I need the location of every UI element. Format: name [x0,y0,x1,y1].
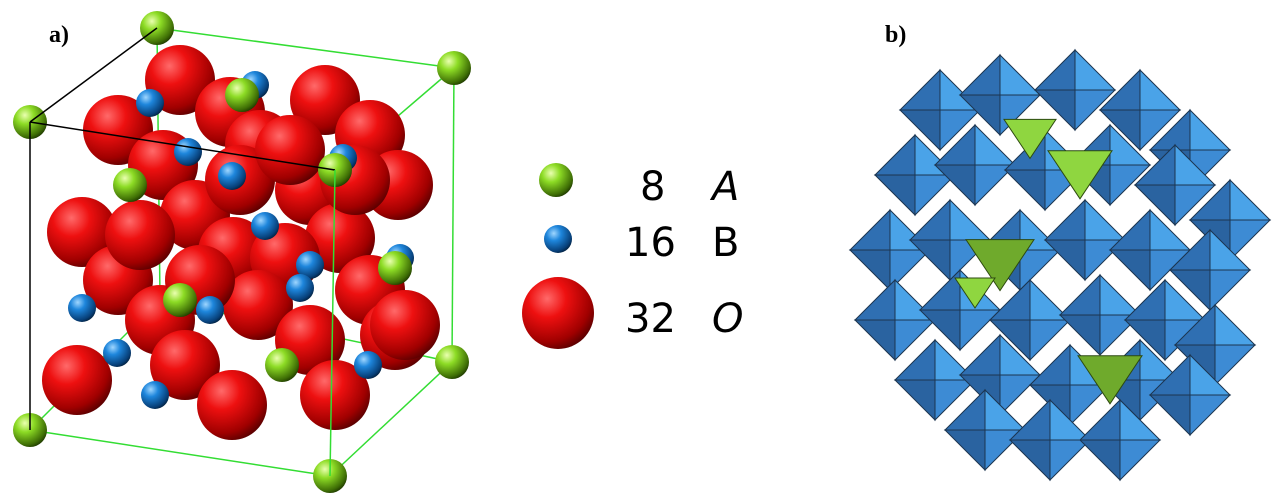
octahedron [1008,398,1092,482]
a-site-atom [163,283,197,317]
octahedron [1098,68,1182,152]
tetrahedron [965,239,1035,292]
cell-edge-front [29,121,336,171]
octahedron [893,338,977,422]
octahedron [1033,48,1117,132]
octahedron [1168,228,1252,312]
octahedron [1108,208,1192,292]
cell-edge [156,27,455,69]
b-site-atom [354,351,382,379]
cell-edge [451,67,455,363]
b-site-atom [251,212,279,240]
panel-label-b: b) [885,22,907,48]
octahedron [853,278,937,362]
a-site-atom [437,51,471,85]
legend-count-a: 8 [640,164,666,210]
octahedron [958,53,1042,137]
legend-species-o: O [712,296,744,342]
oxygen-atom [223,270,293,340]
tetrahedron [1077,355,1143,405]
cell-edge [329,361,453,477]
tetrahedron [1047,150,1113,200]
panel-label-a: a) [49,22,69,48]
octahedron [988,278,1072,362]
octahedron [1173,303,1257,387]
a-site-atom [113,168,147,202]
oxygen-atom [305,203,375,273]
legend-species-b: B [712,220,740,266]
legend-symbols [522,163,594,349]
a-site-atom [265,348,299,382]
b-site-atom [68,294,96,322]
a-site-atom [225,78,259,112]
oxygen-atom [255,115,325,185]
unit-cell-panel-a [13,11,471,493]
tetrahedron [954,277,996,309]
a-site-atom [378,251,412,285]
octahedron [1043,198,1127,282]
octahedron [908,198,992,282]
oxygen-atom [300,360,370,430]
legend-count-b: 16 [625,220,676,266]
octahedron [1148,353,1232,437]
b-site-atom [174,138,202,166]
legend-count-o: 32 [625,296,676,342]
oxygen-atom [370,290,440,360]
b-site-atom [218,162,246,190]
b-site-atom [296,251,324,279]
b-site-atom [196,296,224,324]
oxygen-atom [150,330,220,400]
polyhedral-network-panel-b [848,48,1272,482]
octahedron [933,123,1017,207]
b-site-atom [136,89,164,117]
legend-b-site-sphere [544,225,572,253]
b-site-atom [141,381,169,409]
cell-edge [29,429,331,477]
octahedron [898,68,982,152]
octahedron [873,133,957,217]
legend-a-site-sphere [539,163,573,197]
octahedron [1133,143,1217,227]
oxygen-atoms [42,45,440,440]
cell-edge-front [29,27,158,123]
b-site-atom [103,339,131,367]
legend-oxygen-sphere [522,277,594,349]
tetrahedron [1003,118,1057,160]
octahedron [1058,273,1142,357]
oxygen-atom [47,197,117,267]
oxygen-atom [42,345,112,415]
octahedron [848,208,932,292]
octahedron [1078,398,1162,482]
oxygen-atom [197,370,267,440]
octahedron [958,333,1042,417]
unit-cell-front-edges [29,27,336,477]
oxygen-atom [105,200,175,270]
cell-edge-front [329,169,336,477]
legend-species-a: A [712,164,740,210]
a-site-atom [435,345,469,379]
b-site-atom [286,274,314,302]
